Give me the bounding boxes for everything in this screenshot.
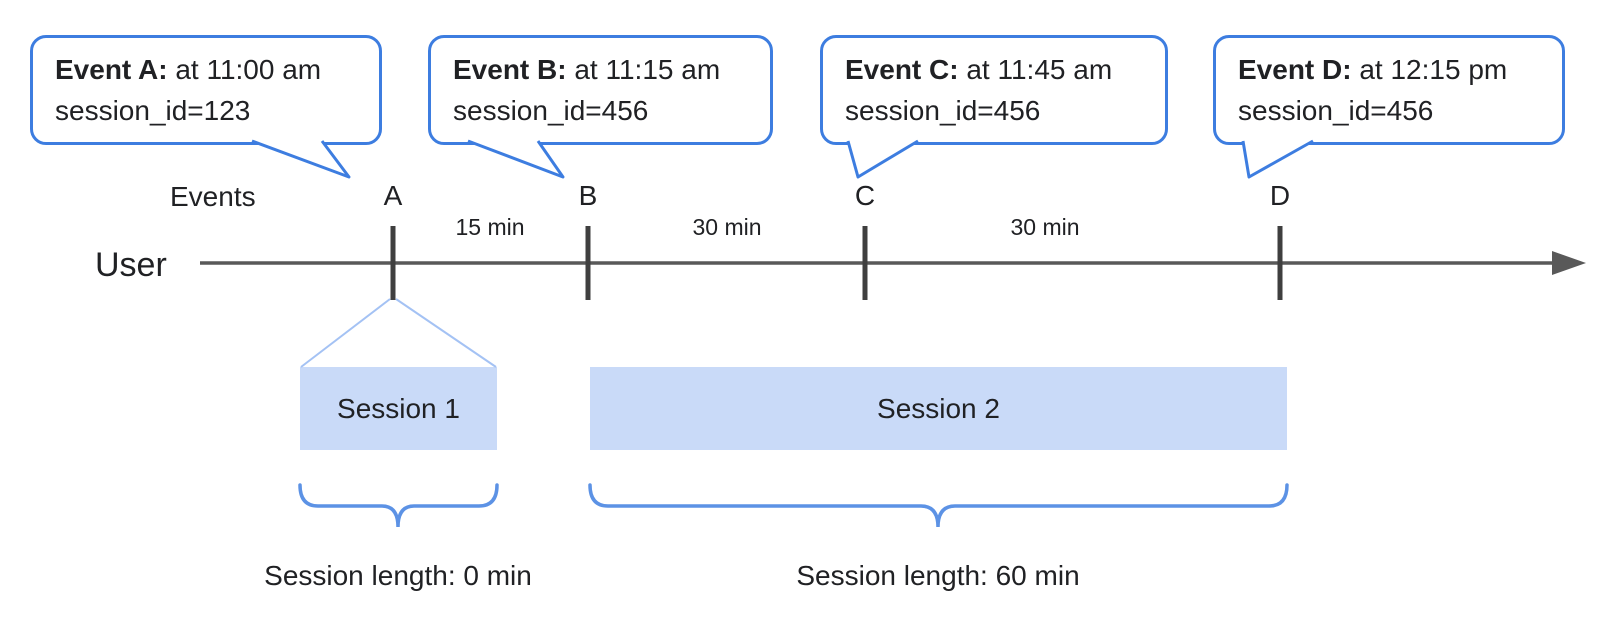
callout-event-a-line1: Event A: at 11:00 am (55, 49, 357, 90)
funnel-line-right (395, 298, 497, 368)
event-b-time: at 11:15 am (566, 54, 721, 85)
event-c-time: at 11:45 am (958, 54, 1113, 85)
event-a-title: Event A: (55, 54, 168, 85)
callout-event-d: Event D: at 12:15 pm session_id=456 (1213, 35, 1565, 145)
callout-event-d-line1: Event D: at 12:15 pm (1238, 49, 1540, 90)
events-axis-label: Events (170, 181, 256, 212)
funnel-line-left (300, 298, 391, 368)
timeline-arrowhead-icon (1552, 251, 1586, 275)
callout-tail-a (251, 139, 351, 179)
callout-event-c-line1: Event C: at 11:45 am (845, 49, 1143, 90)
event-d-time: at 12:15 pm (1351, 54, 1508, 85)
callout-event-b-line1: Event B: at 11:15 am (453, 49, 748, 90)
event-a-time: at 11:00 am (167, 54, 322, 85)
event-d-title: Event D: (1238, 54, 1352, 85)
user-axis-label: User (95, 246, 167, 284)
interval-a-b-label: 15 min (455, 214, 525, 240)
callout-tail-c (846, 139, 919, 179)
callout-event-a: Event A: at 11:00 am session_id=123 (30, 35, 382, 145)
callout-tail-b (467, 139, 565, 179)
event-marker-label-b: B (578, 180, 598, 211)
event-marker-label-c: C (854, 180, 876, 211)
session-1-box: Session 1 (300, 367, 497, 450)
session-1-length-label: Session length: 0 min (264, 560, 532, 591)
interval-b-c-label: 30 min (692, 214, 762, 240)
event-b-session-id: session_id=456 (453, 95, 649, 126)
session-1-label: Session 1 (337, 392, 460, 424)
event-a-session-id: session_id=123 (55, 95, 251, 126)
callout-event-c: Event C: at 11:45 am session_id=456 (820, 35, 1168, 145)
session-2-label: Session 2 (877, 392, 1000, 424)
session-2-length-label: Session length: 60 min (796, 560, 1080, 591)
session-1-brace (298, 483, 499, 528)
session-2-brace (588, 483, 1289, 528)
event-c-session-id: session_id=456 (845, 95, 1041, 126)
interval-c-d-label: 30 min (1010, 214, 1080, 240)
session-2-box: Session 2 (590, 367, 1287, 450)
event-b-title: Event B: (453, 54, 567, 85)
callout-event-b: Event B: at 11:15 am session_id=456 (428, 35, 773, 145)
event-marker-label-d: D (1269, 180, 1291, 211)
event-d-session-id: session_id=456 (1238, 95, 1434, 126)
callout-tail-d (1241, 139, 1314, 179)
event-marker-label-a: A (383, 180, 403, 211)
event-c-title: Event C: (845, 54, 959, 85)
